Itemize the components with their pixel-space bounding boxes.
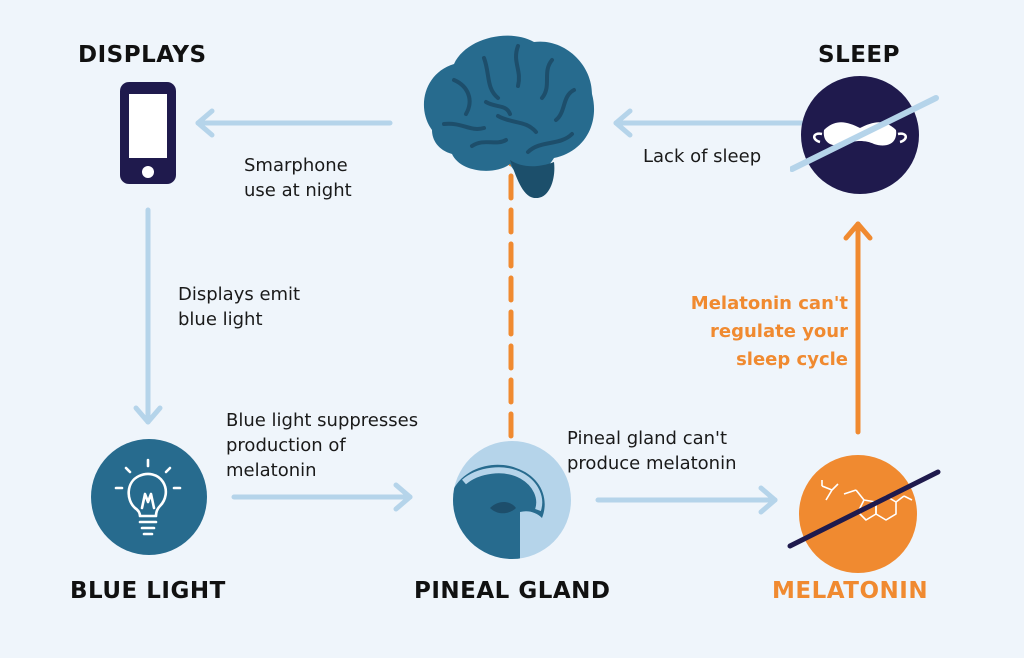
smartphone-use-label: Smarphone use at night <box>244 153 352 203</box>
pineal-cant-line-1: Pineal gland can't <box>567 428 728 449</box>
displays-emit-line-1: Displays emit <box>178 284 301 305</box>
displays-emit-label: Displays emit blue light <box>178 282 300 332</box>
pineal-gland-head-icon <box>453 441 571 559</box>
arrow-sleep-to-brain <box>613 108 809 138</box>
suppresses-line-3: melatonin <box>226 460 317 481</box>
suppresses-line-1: Blue light suppresses <box>226 410 419 431</box>
arrow-pineal-to-melatonin <box>595 485 778 515</box>
lightbulb-icon <box>91 439 207 555</box>
sleep-mask-icon <box>790 76 939 194</box>
melatonin-cant-line-2: regulate your <box>710 321 848 342</box>
arrow-bluelight-to-pineal <box>231 482 413 512</box>
brain-icon <box>423 35 595 198</box>
smartphone-icon <box>120 82 176 184</box>
blue-light-title: BLUE LIGHT <box>70 578 226 604</box>
displays-emit-line-2: blue light <box>178 309 263 330</box>
melatonin-cant-line-3: sleep cycle <box>736 349 848 370</box>
pineal-cant-label: Pineal gland can't produce melatonin <box>567 426 737 476</box>
melatonin-cant-line-1: Melatonin can't <box>690 293 848 314</box>
arrow-brain-to-displays <box>195 108 393 138</box>
smartphone-use-line-2: use at night <box>244 180 352 201</box>
pineal-cant-line-2: produce melatonin <box>567 453 737 474</box>
sleep-title: SLEEP <box>818 42 901 68</box>
suppresses-line-2: production of <box>226 435 346 456</box>
displays-title: DISPLAYS <box>78 42 207 68</box>
melatonin-molecule-icon <box>787 455 941 573</box>
arrow-displays-to-bluelight <box>133 207 163 425</box>
arrow-melatonin-to-sleep <box>843 221 873 435</box>
smartphone-use-line-1: Smarphone <box>244 155 348 176</box>
melatonin-cant-label: Melatonin can't regulate your sleep cycl… <box>691 290 848 374</box>
lack-of-sleep-label: Lack of sleep <box>643 146 762 167</box>
suppresses-label: Blue light suppresses production of mela… <box>226 408 418 483</box>
pineal-gland-title: PINEAL GLAND <box>414 578 611 604</box>
melatonin-title: MELATONIN <box>772 578 929 604</box>
